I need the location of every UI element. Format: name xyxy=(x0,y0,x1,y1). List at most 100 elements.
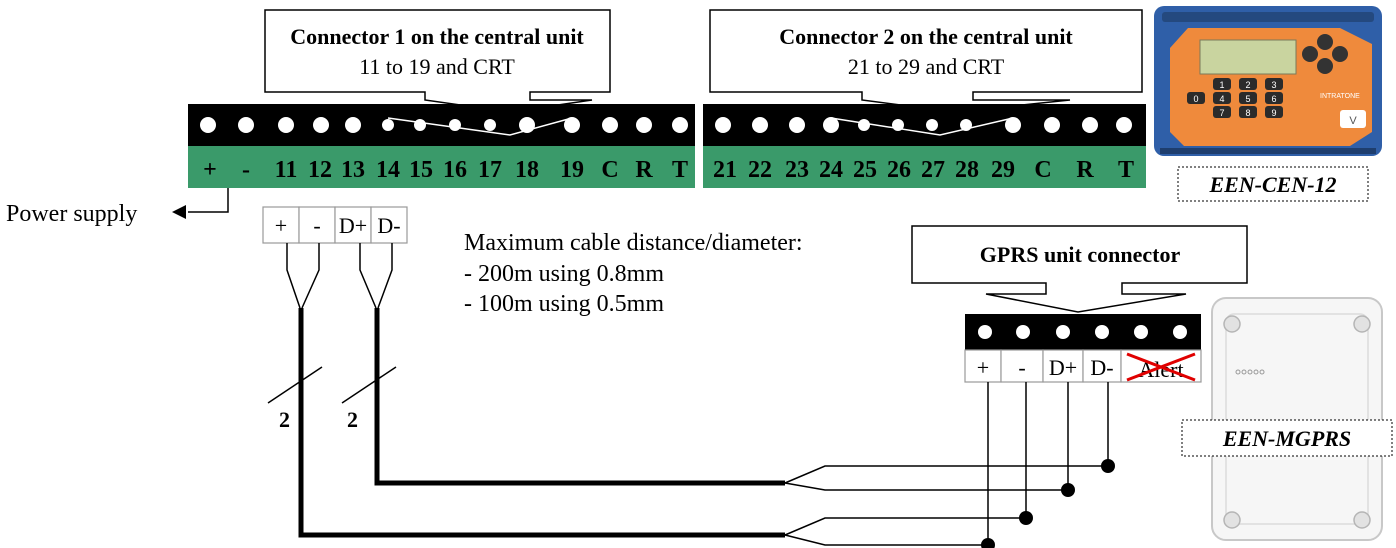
screw-terminal xyxy=(1044,117,1060,133)
gprs-terminal-dplus: D+ xyxy=(1049,355,1077,380)
connector-1-terminal-label: 14 xyxy=(376,157,400,183)
keypad-key-label: 8 xyxy=(1245,108,1250,118)
keypad-key xyxy=(1213,92,1231,104)
screw-terminal xyxy=(382,119,394,131)
keypad-key-label: 0 xyxy=(1193,94,1198,104)
connector-1-subtitle: 11 to 19 and CRT xyxy=(359,54,515,79)
screw-terminal xyxy=(1116,117,1132,133)
keypad-key-label: 6 xyxy=(1271,94,1276,104)
keypad-key xyxy=(1239,92,1257,104)
connector-1-terminal-label: 13 xyxy=(341,157,365,183)
screw-terminal xyxy=(564,117,580,133)
connector-2-terminal-label: 28 xyxy=(955,157,979,183)
connector-1-terminal-label: 12 xyxy=(308,157,332,183)
connector-2-terminal-label: T xyxy=(1118,157,1134,183)
cable-note-line-1: - 200m using 0.8mm xyxy=(464,261,664,287)
screw-terminal xyxy=(672,117,688,133)
connector-2-screws xyxy=(715,117,1132,136)
connector-2-terminal-label: 23 xyxy=(785,157,809,183)
bus-terminal-minus: - xyxy=(313,213,320,238)
connector-1-callout: Connector 1 on the central unit 11 to 19… xyxy=(264,9,611,113)
bus-terminal-block: + - D+ D- xyxy=(262,206,408,244)
connector-2-title: Connector 2 on the central unit xyxy=(779,24,1073,49)
keypad-key xyxy=(1239,106,1257,118)
connector-1-terminal-label: C xyxy=(601,157,618,183)
gprs-callout: GPRS unit connector xyxy=(911,225,1248,313)
connector-2-callout: Connector 2 on the central unit 21 to 29… xyxy=(709,9,1143,113)
arrow-left-icon xyxy=(172,205,186,219)
gprs-terminal-block: + - D+ D- Alert xyxy=(964,314,1202,383)
screw-terminal xyxy=(238,117,254,133)
connector-1-terminal-label: 18 xyxy=(515,157,539,183)
connector-2-terminal-label: 24 xyxy=(819,157,843,183)
screw-terminal xyxy=(200,117,216,133)
screw-terminal xyxy=(636,117,652,133)
wire-count-markers: 2 2 xyxy=(267,366,397,432)
gprs-terminal-minus: - xyxy=(1018,355,1025,380)
keypad-key-label: 3 xyxy=(1271,80,1276,90)
screw-terminal xyxy=(752,117,768,133)
wire-count-2: 2 xyxy=(347,407,358,432)
screw-terminal xyxy=(858,119,870,131)
screw-terminal xyxy=(978,325,992,339)
keypad-key-label: 1 xyxy=(1219,80,1224,90)
connector-1-terminal-label: 11 xyxy=(275,157,298,183)
led-row xyxy=(1235,369,1265,375)
gprs-terminal-plus: + xyxy=(977,355,989,380)
screw-terminal xyxy=(1173,325,1187,339)
gprs-screws xyxy=(978,325,1187,339)
connector-1-terminal-label: R xyxy=(635,157,653,183)
screw-terminal xyxy=(1095,325,1109,339)
connector-1-terminal-label: + xyxy=(203,157,217,183)
cable-lines xyxy=(298,308,785,538)
cable-forks xyxy=(784,465,1108,546)
connector-1-screws xyxy=(200,117,688,136)
connector-1-terminal-label: 17 xyxy=(478,157,502,183)
power-supply: Power supply xyxy=(6,188,229,227)
device-brand: INTRATONE xyxy=(1320,93,1360,100)
screw-terminal xyxy=(484,119,496,131)
gprs-callout-title: GPRS unit connector xyxy=(980,242,1181,267)
screw-terminal xyxy=(823,117,839,133)
screw-terminal xyxy=(449,119,461,131)
screw-terminal xyxy=(1005,117,1021,133)
keypad-key-label: 2 xyxy=(1245,80,1250,90)
keypad-key xyxy=(1213,78,1231,90)
wire-bundle-left xyxy=(286,243,393,309)
cable-note-line-2: - 100m using 0.5mm xyxy=(464,291,664,317)
keypad-key-label: 9 xyxy=(1271,108,1276,118)
connector-2-terminal-label: R xyxy=(1076,157,1094,183)
gprs-unit-label: EEN-MGPRS xyxy=(1222,426,1351,451)
gprs-unit-tag: EEN-MGPRS xyxy=(1181,419,1393,457)
wire-count-1: 2 xyxy=(279,407,290,432)
screw-terminal xyxy=(1016,325,1030,339)
fork-joints xyxy=(981,459,1115,548)
screw-terminal xyxy=(313,117,329,133)
connector-2-terminal-label: 29 xyxy=(991,157,1015,183)
keypad-key-label: 7 xyxy=(1219,108,1224,118)
connector-2-terminal-label: 21 xyxy=(713,157,737,183)
central-unit-label: EEN-CEN-12 xyxy=(1208,172,1336,197)
screw-terminal xyxy=(1134,325,1148,339)
central-unit-tag: EEN-CEN-12 xyxy=(1177,166,1369,202)
keypad-key xyxy=(1213,106,1231,118)
screw-terminal xyxy=(1082,117,1098,133)
gprs-terminal-dminus: D- xyxy=(1090,355,1113,380)
cable-note-heading: Maximum cable distance/diameter: xyxy=(464,230,803,256)
connector-1-title: Connector 1 on the central unit xyxy=(290,24,584,49)
keypad-key-label: 4 xyxy=(1219,94,1224,104)
connector-2-terminal-label: 27 xyxy=(921,157,945,183)
keypad-key-label: 5 xyxy=(1245,94,1250,104)
screw-terminal xyxy=(926,119,938,131)
keypad-key xyxy=(1265,92,1283,104)
connector-2-terminal-label: 25 xyxy=(853,157,877,183)
keypad-key xyxy=(1187,92,1205,104)
connector-1-terminal-label: - xyxy=(242,157,250,183)
cable-note: Maximum cable distance/diameter: - 200m … xyxy=(464,230,803,317)
power-supply-label: Power supply xyxy=(6,201,137,227)
